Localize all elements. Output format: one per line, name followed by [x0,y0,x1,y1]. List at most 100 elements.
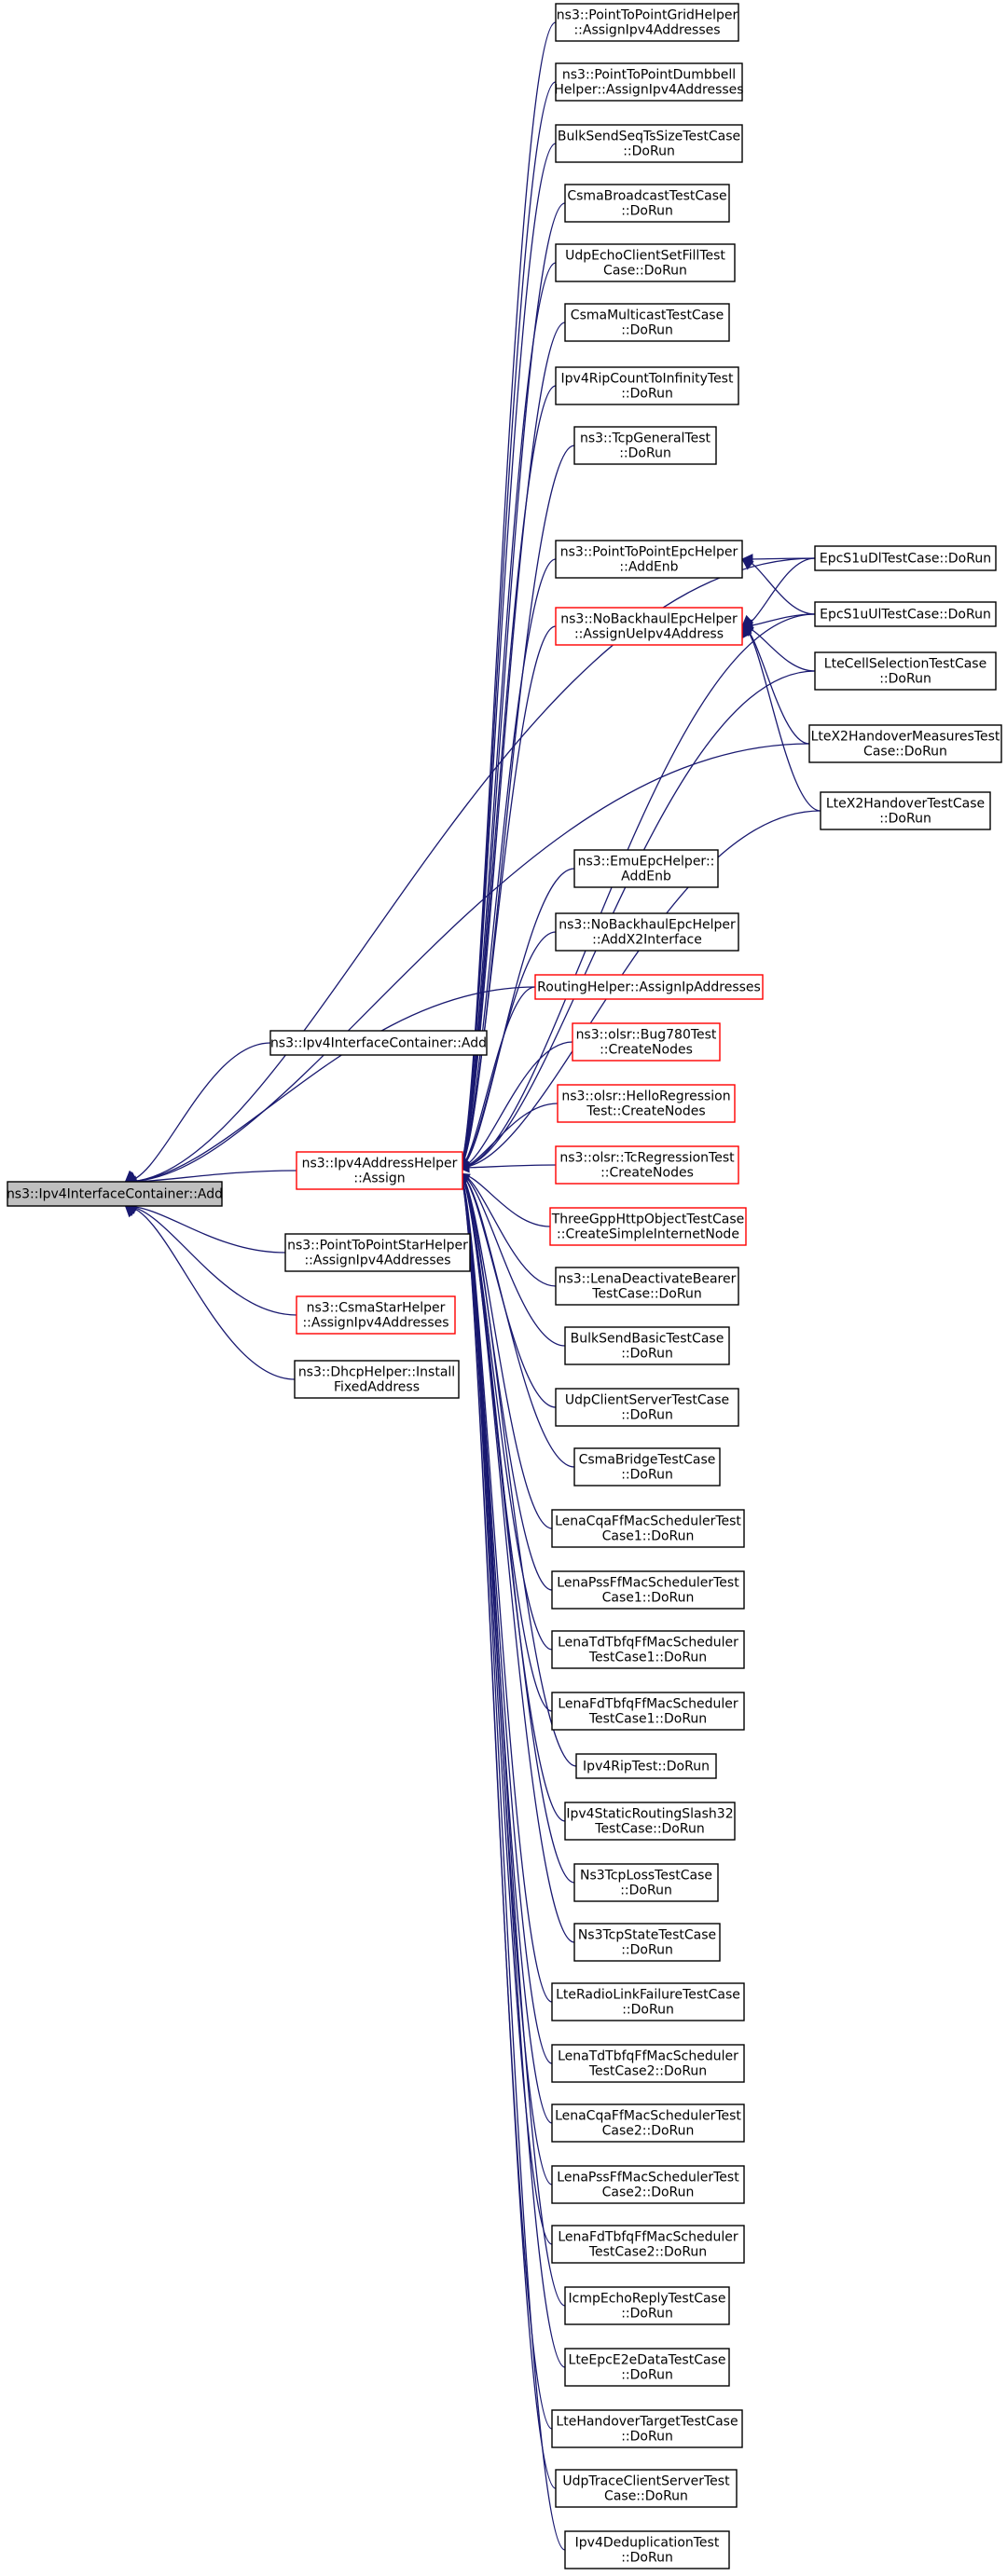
node-label-line: ::DoRun [621,1347,673,1362]
node-label-line: FixedAddress [334,1380,420,1395]
edge-ipv4-dedup-to-assign [458,1172,566,2551]
node-label-line: ::DoRun [621,204,673,219]
node-label-line: ns3::NoBackhaulEpcHelper [560,612,738,627]
edge-lena-cqa2-to-assign [458,1172,553,2124]
node-box [549,1207,747,1246]
node-assign[interactable]: ns3::Ipv4AddressHelper::Assign [296,1151,463,1190]
edge-ns3-tcp-state-to-assign [458,1172,575,1943]
node-box [555,124,743,163]
node-three-gpp[interactable]: ThreeGppHttpObjectTestCase::CreateSimple… [549,1207,747,1246]
node-label-line: LenaFdTbfqFfMacScheduler [558,1697,738,1712]
node-olsr-tc[interactable]: ns3::olsr::TcRegressionTest::CreateNodes [555,1145,739,1185]
node-p2p-star[interactable]: ns3::PointToPointStarHelper::AssignIpv4A… [284,1233,471,1272]
node-label-line: ns3::PointToPointEpcHelper [560,545,738,560]
node-csma-broadcast[interactable]: CsmaBroadcastTestCase::DoRun [564,184,730,223]
node-p2p-dumbbell[interactable]: ns3::PointToPointDumbbellHelper::AssignI… [554,62,744,102]
node-add-container[interactable]: ns3::Ipv4InterfaceContainer::Add [269,1030,488,1056]
node-csma-multicast[interactable]: CsmaMulticastTestCase::DoRun [564,303,730,342]
node-label-line: LenaTdTbfqFfMacScheduler [558,2049,738,2064]
node-box [294,1360,460,1399]
node-label-line: ::DoRun [621,323,673,338]
edge-epc-s1u-ul-to-p2p-epc-add-enb [741,558,816,615]
edge-udp-echo-fill-to-assign [458,262,557,1169]
node-box [296,1295,456,1335]
node-lte-epc-e2e[interactable]: LteEpcE2eDataTestCase::DoRun [564,2348,730,2387]
node-icmp-echo[interactable]: IcmpEchoReplyTestCase::DoRun [564,2286,730,2325]
node-lte-x2-handover[interactable]: LteX2HandoverTestCase::DoRun [820,791,991,830]
node-bulk-basic[interactable]: BulkSendBasicTestCase::DoRun [564,1326,730,1365]
node-ipv4-rip[interactable]: Ipv4RipTest::DoRun [575,1753,717,1779]
node-label-line: TestCase1::DoRun [588,1712,707,1727]
edge-bulk-seq-to-assign [458,143,557,1169]
edge-lte-x2-handover-to-no-backhaul-assign [741,625,821,812]
node-csma-star[interactable]: ns3::CsmaStarHelper::AssignIpv4Addresses [296,1295,456,1335]
node-box [814,651,997,691]
node-csma-bridge[interactable]: CsmaBridgeTestCase::DoRun [573,1447,721,1487]
node-box [551,1630,745,1669]
edge-p2p-epc-add-enb-to-assign [458,558,557,1169]
edge-no-backhaul-assign-to-assign [458,625,557,1169]
node-box [551,1570,745,1610]
edge-lena-td-tbfq1-to-assign [458,1172,553,1651]
node-olsr-hello[interactable]: ns3::olsr::HelloRegressionTest::CreateNo… [557,1084,736,1123]
node-epc-s1u-ul[interactable]: EpcS1uUlTestCase::DoRun [814,601,997,627]
node-epc-s1u-dl[interactable]: EpcS1uDlTestCase::DoRun [814,545,997,571]
node-label-line: RoutingHelper::AssignIpAddresses [537,980,761,995]
node-label-line: LenaCqaFfMacSchedulerTest [555,1514,741,1529]
node-box [555,62,743,102]
node-ipv4-rip-count[interactable]: Ipv4RipCountToInfinityTest::DoRun [555,366,739,405]
node-box [296,1151,463,1190]
node-label-line: ::DoRun [619,446,671,461]
node-root[interactable]: ns3::Ipv4InterfaceContainer::Add [7,1181,223,1207]
node-label-line: IcmpEchoReplyTestCase [569,2292,726,2307]
node-olsr-bug780[interactable]: ns3::olsr::Bug780Test::CreateNodes [572,1022,721,1062]
node-lte-handover-target[interactable]: LteHandoverTargetTestCase::DoRun [551,2409,743,2448]
node-no-backhaul-assign[interactable]: ns3::NoBackhaulEpcHelper::AssignUeIpv4Ad… [555,607,743,646]
node-label-line: Test::CreateNodes [586,1104,705,1119]
edge-epc-s1u-ul-to-assign [458,613,816,1169]
node-tcp-general[interactable]: ns3::TcpGeneralTest::DoRun [573,426,717,465]
node-lte-cell-sel[interactable]: LteCellSelectionTestCase::DoRun [814,651,997,691]
edge-lte-x2-measures-to-no-backhaul-assign [741,625,810,745]
node-label-line: ::DoRun [621,2307,673,2322]
node-p2p-epc-add-enb[interactable]: ns3::PointToPointEpcHelper::AddEnb [555,540,743,579]
node-no-backhaul-x2[interactable]: ns3::NoBackhaulEpcHelper::AddX2Interface [555,912,739,952]
node-box [573,1863,719,1902]
node-routing-helper[interactable]: RoutingHelper::AssignIpAddresses [534,974,764,1000]
node-ns3-tcp-loss[interactable]: Ns3TcpLossTestCase::DoRun [573,1863,719,1902]
node-lte-rlf[interactable]: LteRadioLinkFailureTestCase::DoRun [551,1982,745,2021]
node-udp-client-server[interactable]: UdpClientServerTestCase::DoRun [555,1388,739,1427]
node-box [564,1802,736,1841]
node-p2p-grid[interactable]: ns3::PointToPointGridHelper::AssignIpv4A… [555,3,739,42]
node-label-line: ::DoRun [879,672,931,687]
node-label-line: LenaPssFfMacSchedulerTest [557,2171,739,2185]
node-label-line: UdpEchoClientSetFillTest [565,249,725,264]
edge-assign-to-root [125,1170,297,1183]
node-bulk-seq[interactable]: BulkSendSeqTsSizeTestCase::DoRun [555,124,743,163]
node-label-line: AddEnb [621,870,671,884]
node-box [555,366,739,405]
node-emu-add-enb[interactable]: ns3::EmuEpcHelper::AddEnb [573,849,719,888]
node-box [284,1233,471,1272]
node-box [551,2165,745,2204]
node-ns3-tcp-state[interactable]: Ns3TcpStateTestCase::DoRun [573,1923,721,1962]
node-box [564,2286,730,2325]
node-label-line: ns3::PointToPointGridHelper [557,8,738,23]
node-ipv4-dedup[interactable]: Ipv4DeduplicationTest::DoRun [564,2530,730,2569]
node-box [555,540,743,579]
node-label-line: ::CreateNodes [600,1043,693,1058]
